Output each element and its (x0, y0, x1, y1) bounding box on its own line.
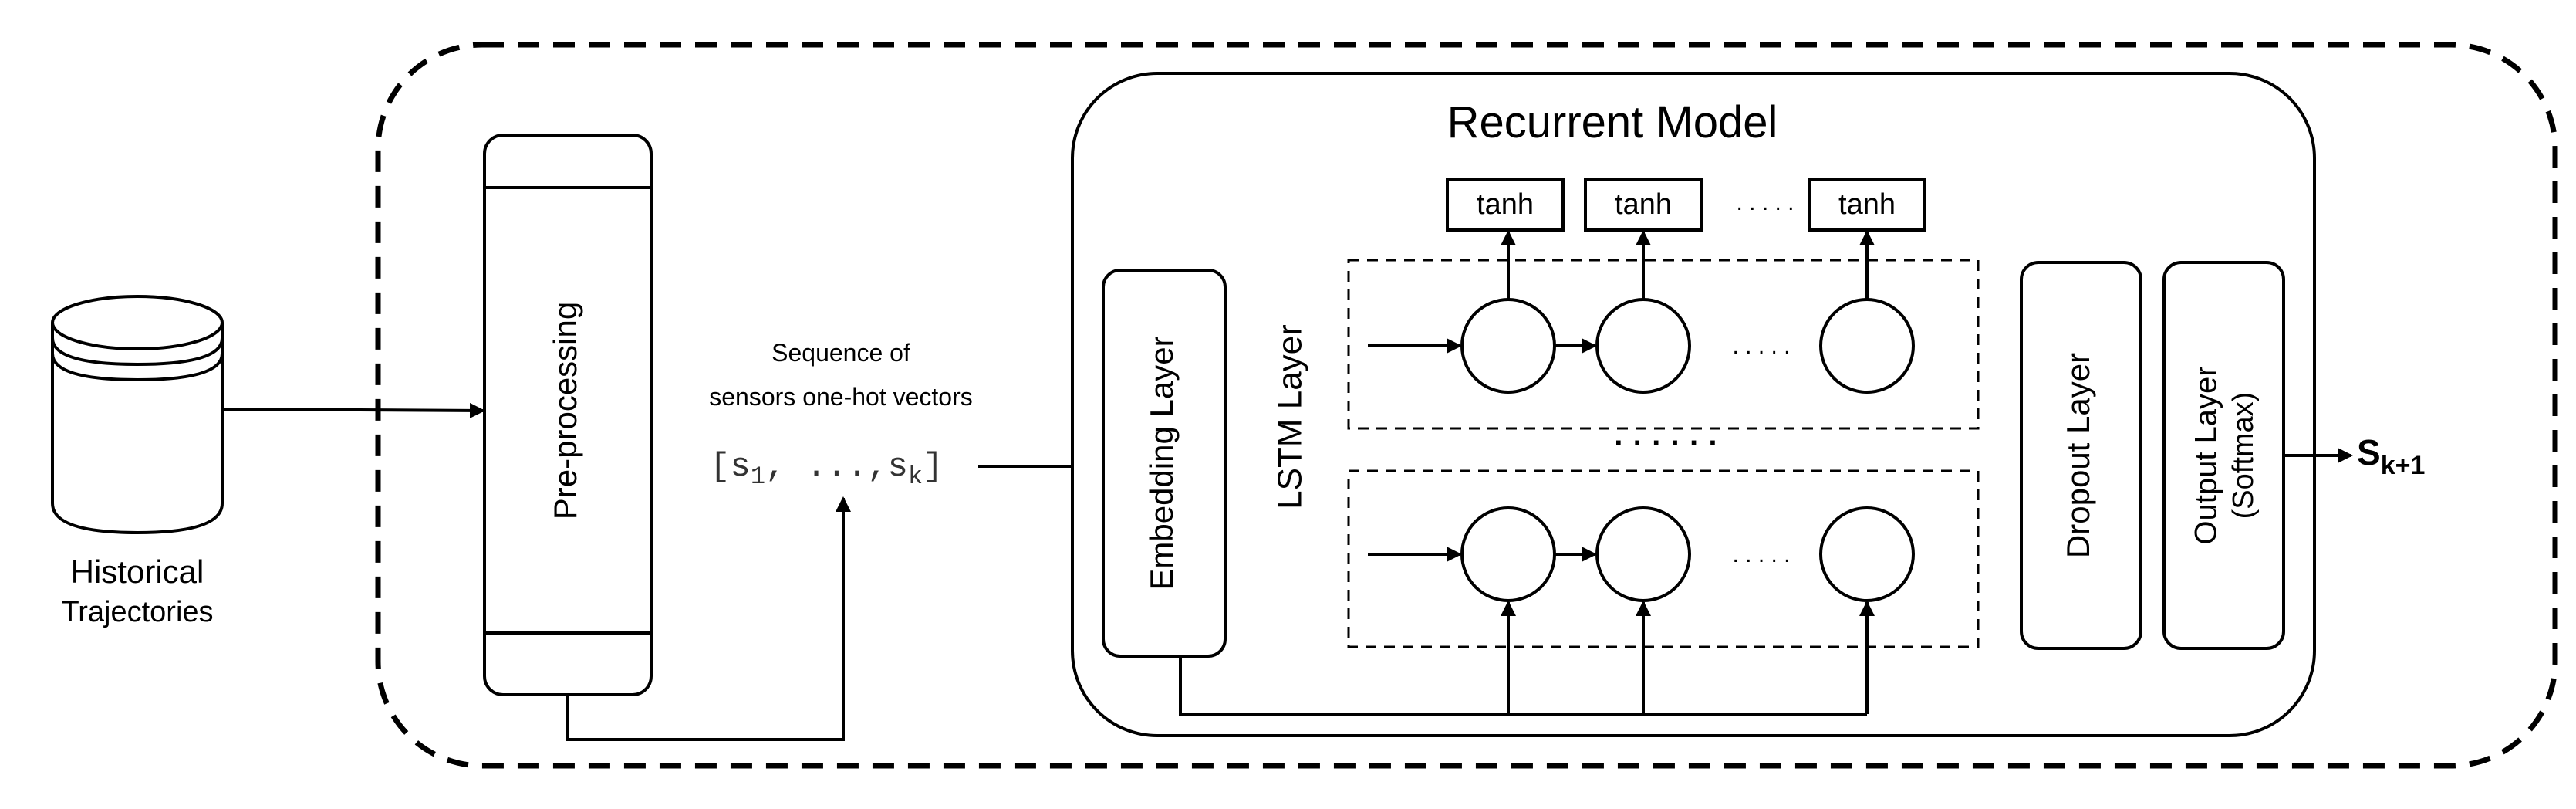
output-subscript: k+1 (2381, 451, 2426, 480)
system-boundary (375, 42, 2558, 769)
output-layer-label: Output Layer (2189, 366, 2223, 544)
sequence-sub-1: 1 (751, 462, 765, 491)
tanh-label-1: tanh (1477, 188, 1534, 221)
tanh-label-3: tanh (1838, 188, 1896, 221)
recurrent-model-title: Recurrent Model (1447, 97, 1778, 147)
dropout-layer (2020, 261, 2142, 650)
lstm-lower-block (1347, 469, 1980, 648)
lstm-cell-upper-3 (1819, 298, 1915, 394)
embedding-bus (1179, 656, 1867, 716)
tanh-box-3: tanh (1808, 178, 1926, 232)
lstm-cell-lower-1 (1460, 506, 1556, 602)
arrow-db-to-preprocessing (221, 402, 485, 418)
preprocessing-block (483, 134, 653, 696)
lstm-cell-upper-2 (1595, 298, 1691, 394)
data-source-label-line2: Trajectories (61, 596, 213, 628)
sequence-sub-k: k (908, 462, 923, 491)
lstm-cell-lower-2 (1595, 506, 1691, 602)
embedding-layer (1102, 269, 1227, 658)
tanh-box-1: tanh (1446, 178, 1565, 232)
preprocessing-label: Pre-processing (547, 302, 583, 520)
lstm-cell-lower-3 (1819, 506, 1915, 602)
arrow-preprocessing-to-sequence (566, 496, 851, 741)
output-layer-sublabel: (Softmax) (2227, 392, 2260, 520)
output-layer (2162, 261, 2285, 650)
sequence-vector: [s1, ...,sk] (710, 448, 943, 491)
lstm-stack-ellipsis: · · · · · · (1614, 426, 1719, 460)
output-symbol: Sk+1 (2357, 432, 2425, 480)
sequence-middle: , ...,s (765, 448, 908, 486)
dropout-layer-label: Dropout Layer (2060, 353, 2096, 558)
lstm-cell-upper-1 (1460, 298, 1556, 394)
recurrent-model-box (1071, 72, 2316, 737)
lstm-upper-block (1347, 259, 1980, 430)
database-icon (51, 295, 224, 535)
lstm-layer-label: LSTM Layer (1271, 324, 1309, 509)
output-base: S (2357, 432, 2381, 472)
sequence-caption: Sequence of (771, 339, 910, 367)
embedding-layer-label: Embedding Layer (1143, 336, 1180, 590)
tanh-label-2: tanh (1615, 188, 1672, 221)
sequence-close: ] (923, 448, 943, 486)
sequence-open: [s (710, 448, 751, 486)
lstm-upper-ellipsis: . . . . . (1732, 333, 1790, 359)
lstm-lower-ellipsis: . . . . . (1732, 542, 1790, 567)
tanh-box-2: tanh (1584, 178, 1703, 232)
sequence-caption-line2: sensors one-hot vectors (709, 383, 973, 411)
data-source-label: Historical (71, 553, 204, 590)
tanh-ellipsis: . . . . . (1736, 190, 1794, 215)
